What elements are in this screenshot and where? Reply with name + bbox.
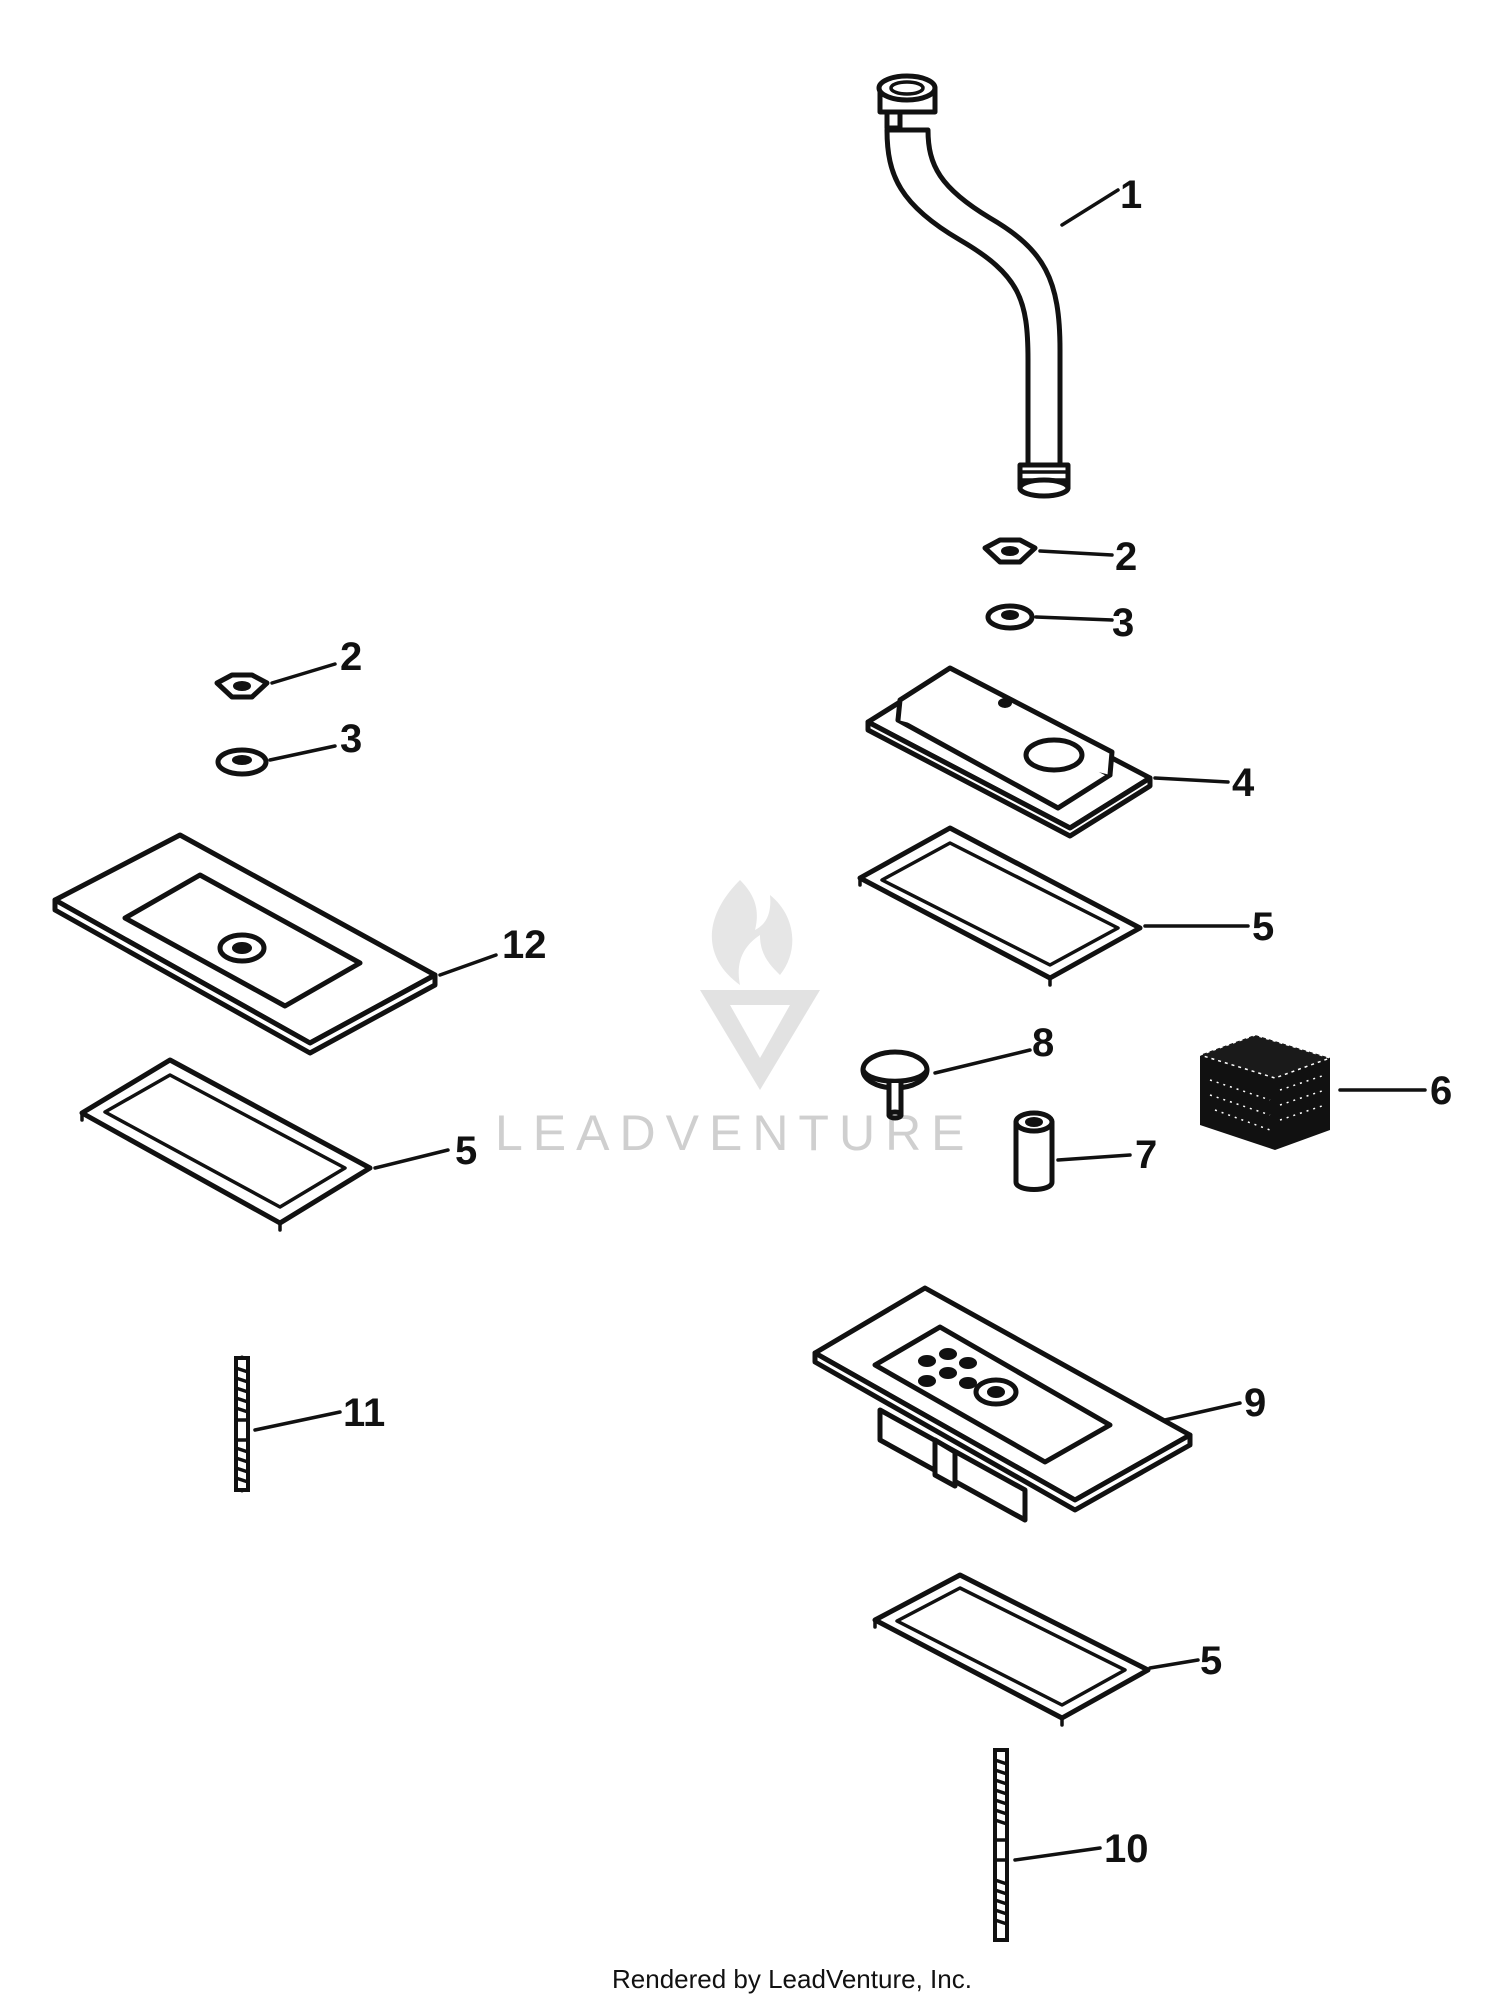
watermark-text: LEADVENTURE (495, 1105, 975, 1161)
callout-4: 4 (1232, 761, 1255, 805)
callout-2-left: 2 (340, 635, 362, 679)
watermark: LEADVENTURE (495, 880, 975, 1161)
part-3-washer-left (215, 747, 269, 777)
callout-12: 12 (502, 923, 547, 967)
callout-9: 9 (1244, 1381, 1266, 1425)
callout-6: 6 (1430, 1069, 1452, 1113)
part-8-valve (860, 1049, 930, 1121)
callout-11: 11 (343, 1391, 385, 1435)
part-2-nut-right (982, 537, 1038, 565)
part-3-washer-right (985, 603, 1035, 631)
callout-10: 10 (1104, 1827, 1149, 1871)
callout-2-right: 2 (1115, 535, 1137, 579)
callout-5-right-upper: 5 (1252, 905, 1274, 949)
footer-credit: Rendered by LeadVenture, Inc. (612, 1964, 972, 1994)
part-2-nut-left (214, 672, 270, 700)
watermark-flame-icon (711, 880, 793, 985)
part-6-filter (1197, 1034, 1333, 1150)
part-5-gasket-left (79, 1057, 373, 1232)
callout-3-left: 3 (340, 717, 362, 761)
part-5-gasket-right-lower (872, 1572, 1151, 1727)
callout-5-right-lower: 5 (1200, 1639, 1222, 1683)
part-7-spacer (1013, 1110, 1055, 1192)
callout-numbers: 1 2 3 2 3 4 5 12 5 8 6 7 11 9 5 10 (340, 173, 1452, 1871)
callout-3-right: 3 (1112, 601, 1134, 645)
callout-7: 7 (1135, 1133, 1157, 1177)
callout-5-left: 5 (455, 1129, 477, 1173)
part-12-plate (52, 832, 438, 1056)
part-10-stud (993, 1748, 1009, 1942)
leader-lines (253, 188, 1427, 1862)
callout-1: 1 (1120, 173, 1142, 217)
part-11-stud (234, 1355, 250, 1493)
part-4-cover (865, 665, 1153, 839)
watermark-chevron-icon (700, 990, 820, 1090)
part-1-pipe (876, 73, 1071, 499)
part-9-breather-plate (812, 1285, 1193, 1523)
callout-8: 8 (1032, 1021, 1054, 1065)
part-5-gasket-right-upper (857, 825, 1143, 987)
